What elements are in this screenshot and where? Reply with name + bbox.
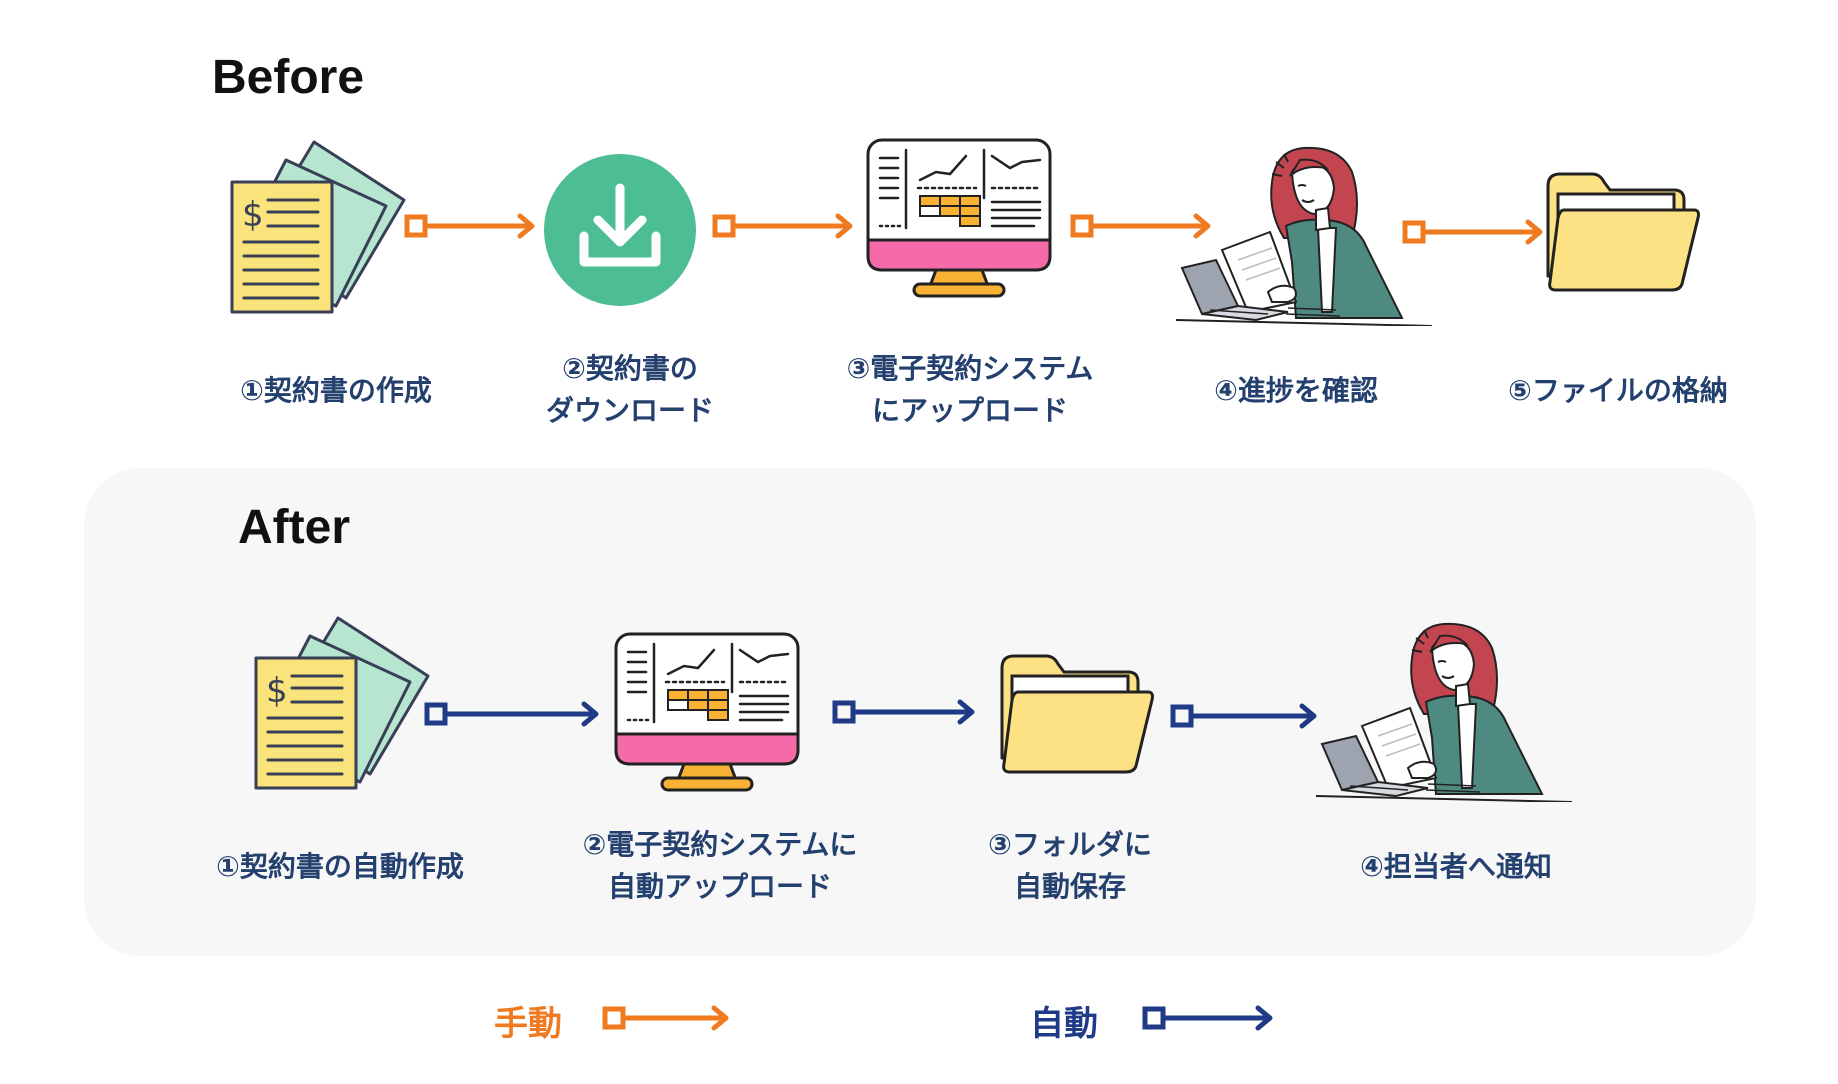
monitor-dashboard-icon [612,630,802,794]
step-label: ①契約書の作成 [240,374,432,407]
step-label: ③電子契約システム にアップロード [846,352,1094,427]
auto-arrow [424,698,604,730]
step-label: ④担当者へ通知 [1360,850,1552,883]
step-label: ②契約書の ダウンロード [545,352,714,427]
after-heading: After [238,501,351,554]
folder-icon [996,648,1156,776]
download-icon [544,154,696,306]
auto-arrow [1170,700,1322,732]
legend-auto-arrow [1142,1002,1278,1034]
step-label: ⑤ファイルの格納 [1508,374,1728,407]
folder-icon [1542,166,1702,294]
legend-auto-label: 自動 [1030,1004,1098,1044]
auto-arrow [832,696,980,728]
svg-text:$: $ [266,671,288,711]
woman-working-icon [1176,142,1432,326]
step-label: ③フォルダに 自動保存 [988,828,1152,903]
documents-icon: $ [226,138,406,318]
monitor-dashboard-icon [864,136,1054,300]
svg-text:$: $ [242,195,264,235]
manual-arrow [712,210,858,242]
documents-icon: $ [250,614,430,794]
manual-arrow [1402,216,1548,248]
step-label: ②電子契約システムに 自動アップロード [582,828,858,903]
manual-arrow [1070,210,1216,242]
step-label: ①契約書の自動作成 [216,850,464,883]
before-heading: Before [212,51,365,104]
step-label: ④進捗を確認 [1214,374,1378,407]
woman-working-icon [1316,618,1572,802]
legend-manual-label: 手動 [494,1004,562,1044]
legend-manual-arrow [602,1002,734,1034]
manual-arrow [404,210,540,242]
